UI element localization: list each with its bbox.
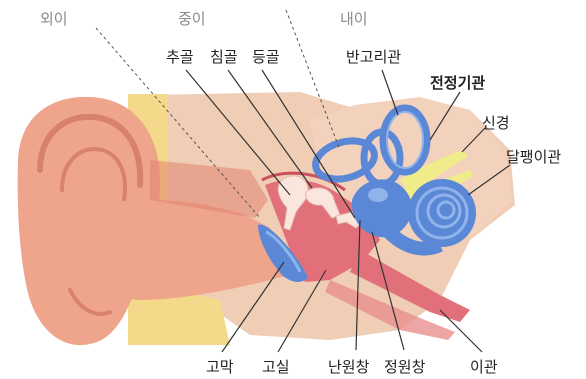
label-round-window: 정원창	[384, 358, 426, 376]
label-cochlea: 달팽이관	[506, 148, 561, 166]
label-vestibule: 전정기관	[430, 74, 485, 92]
label-outer-ear: 외이	[40, 10, 68, 28]
label-eardrum: 고막	[206, 358, 234, 376]
label-tympanic-cavity: 고실	[262, 358, 290, 376]
vestibule-highlight	[368, 188, 388, 202]
label-middle-ear: 중이	[178, 10, 206, 28]
label-eustachian-tube: 이관	[470, 358, 498, 376]
label-malleus: 추골	[166, 48, 194, 66]
label-incus: 침골	[210, 48, 238, 66]
label-inner-ear: 내이	[340, 10, 368, 28]
label-nerve: 신경	[482, 114, 510, 132]
label-oval-window: 난원창	[328, 358, 370, 376]
label-semicircular-canals: 반고리관	[346, 48, 401, 66]
label-stapes: 등골	[252, 48, 280, 66]
